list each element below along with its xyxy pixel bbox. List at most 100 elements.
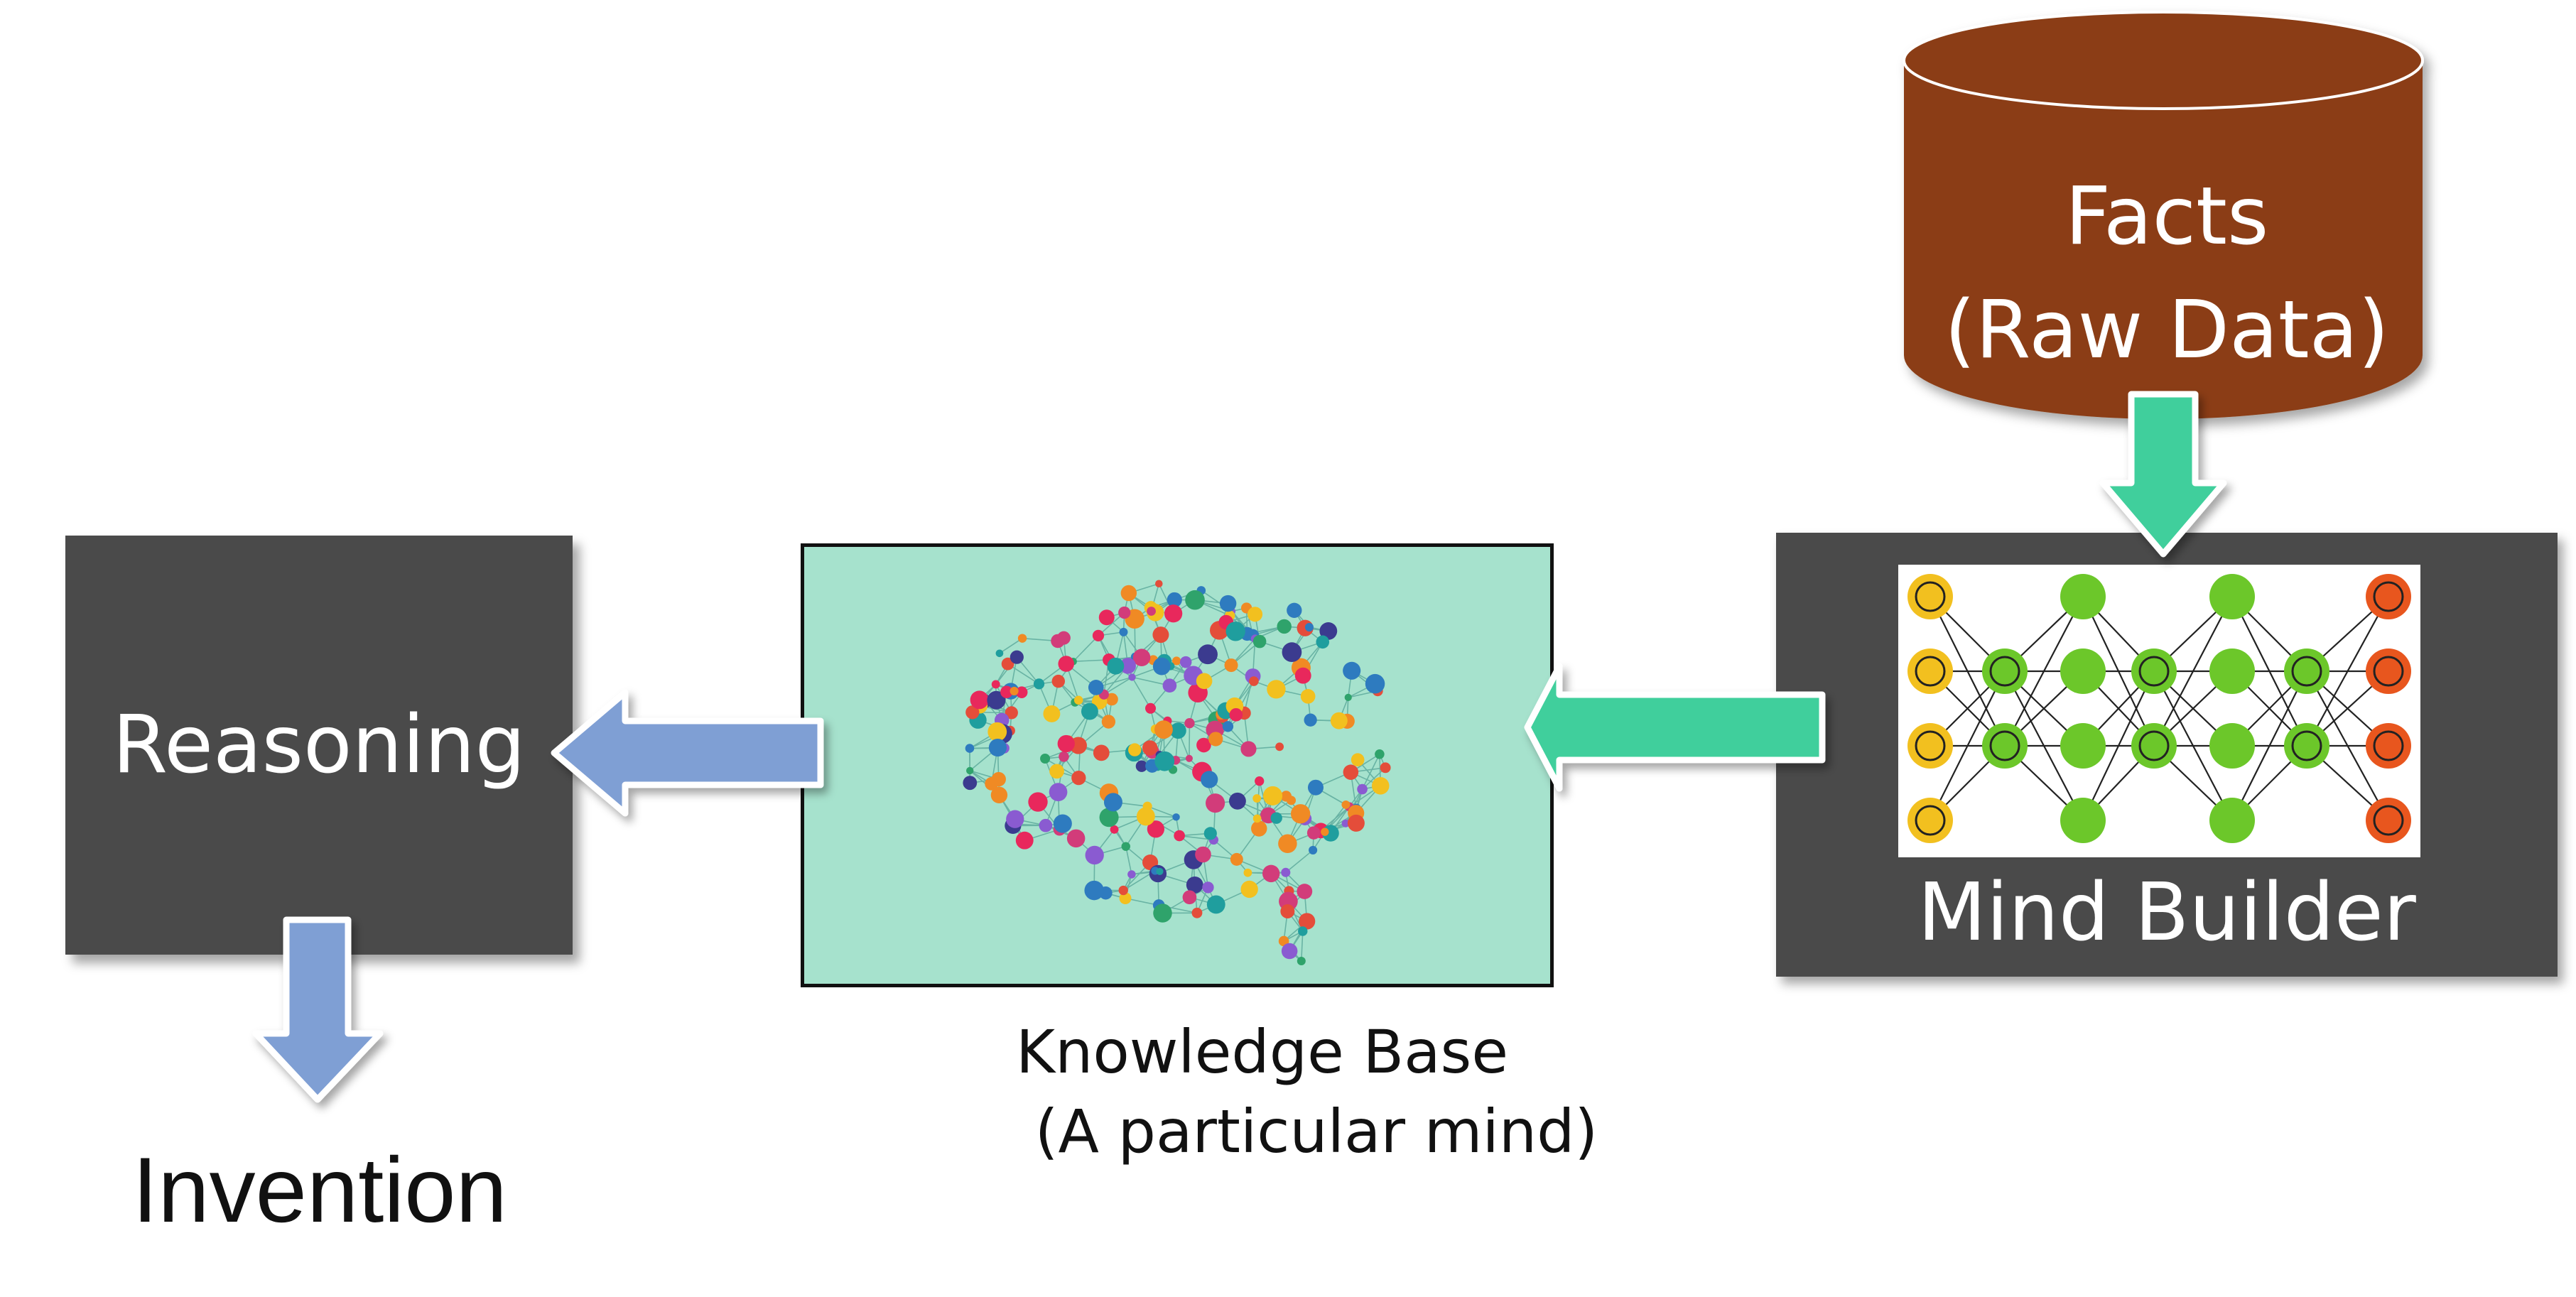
network-node-ring [2373,805,2404,836]
brain-node [1120,585,1137,602]
network-node [2366,574,2411,619]
brain-node [1222,721,1234,732]
network-node [1907,648,1953,694]
brain-node [1201,771,1218,788]
network-node [1982,723,2028,769]
brain-node [1281,867,1291,877]
brain-node [1092,629,1105,642]
brain-node [1144,702,1157,714]
brain-node [1073,695,1083,705]
brain-node [1053,814,1072,833]
brain-node [1006,810,1024,828]
brain-node [1059,751,1069,762]
brain-node [995,649,1004,658]
brain-node [1278,834,1297,853]
network-node [1907,574,1953,619]
brain-node [1306,826,1321,840]
brain-node [1300,689,1316,704]
brain-node [1282,642,1302,663]
brain-node [1093,744,1110,761]
brain-node [1230,852,1243,866]
brain-node [1280,791,1292,802]
facts-label: Facts (Raw Data) [1911,160,2423,387]
brain-node [1275,742,1284,751]
brain-node [985,777,998,791]
network-node [2060,798,2106,843]
knowledge-base-panel [801,543,1554,987]
brain-node [1040,754,1051,764]
brain-node [1202,881,1214,894]
brain-node [1119,892,1132,905]
brain-node [1051,674,1066,688]
brain-node [1290,804,1311,824]
network-node-ring [1915,805,1946,836]
brain-node [1297,957,1306,965]
brain-network-icon [963,580,1391,965]
brain-node [1357,783,1368,795]
brain-link [1103,676,1132,695]
brain-node [1010,686,1019,695]
brain-node [1243,868,1252,877]
brain-node [1341,819,1350,827]
brain-node [1081,702,1098,720]
brain-node [1228,792,1246,810]
brain-node [1344,693,1352,702]
brain-node [1172,656,1181,666]
brain-node [1255,776,1265,786]
brain-node [1099,808,1119,827]
network-node-ring [2373,581,2404,612]
brain-node [1153,903,1172,923]
brain-node [1184,717,1195,729]
brain-node [1152,657,1171,675]
brain-node [1225,622,1245,641]
brain-node [988,738,1007,757]
brain-node [1015,831,1034,850]
network-node-ring [2138,730,2170,761]
network-node [2060,648,2106,694]
network-node [2366,723,2411,769]
brain-node [1297,884,1313,899]
brain-node [1169,722,1186,739]
brain-node [1208,732,1223,747]
brain-node [1206,895,1225,914]
network-node-ring [2291,730,2322,761]
brain-node [1185,754,1193,762]
brain-link [1125,846,1132,875]
brain-node [1267,680,1286,699]
network-node-ring [1989,656,2020,687]
brain-node [1179,656,1192,668]
brain-node [1098,609,1115,626]
brain-node [1304,713,1317,727]
network-node-ring [1915,581,1946,612]
brain-node [1010,650,1024,664]
brain-node [1127,870,1136,879]
brain-link [1189,723,1191,759]
brain-node [1135,760,1148,772]
brain-node [1375,749,1385,759]
network-node-ring [2373,730,2404,761]
network-connection [2306,596,2389,747]
brain-node [1251,820,1267,837]
brain-node [1142,740,1158,756]
brain-node [1101,715,1116,729]
brain-node [970,690,989,710]
brain-node [963,776,978,791]
brain-link [1301,930,1304,962]
reasoning-to-invention-arrow [252,916,384,1103]
brain-link [1285,850,1314,873]
brain-node [1281,943,1298,960]
network-node [2284,648,2329,694]
brain-node [1084,880,1104,901]
brain-node [1182,890,1197,905]
brain-node [1028,792,1048,812]
network-node [2060,723,2106,769]
brain-node [1088,680,1104,695]
brain-node [1049,764,1064,779]
network-node [2131,723,2177,769]
brain-node [965,744,975,753]
network-node [2209,723,2255,769]
brain-node [965,705,980,720]
network-node-ring [2373,656,2404,687]
